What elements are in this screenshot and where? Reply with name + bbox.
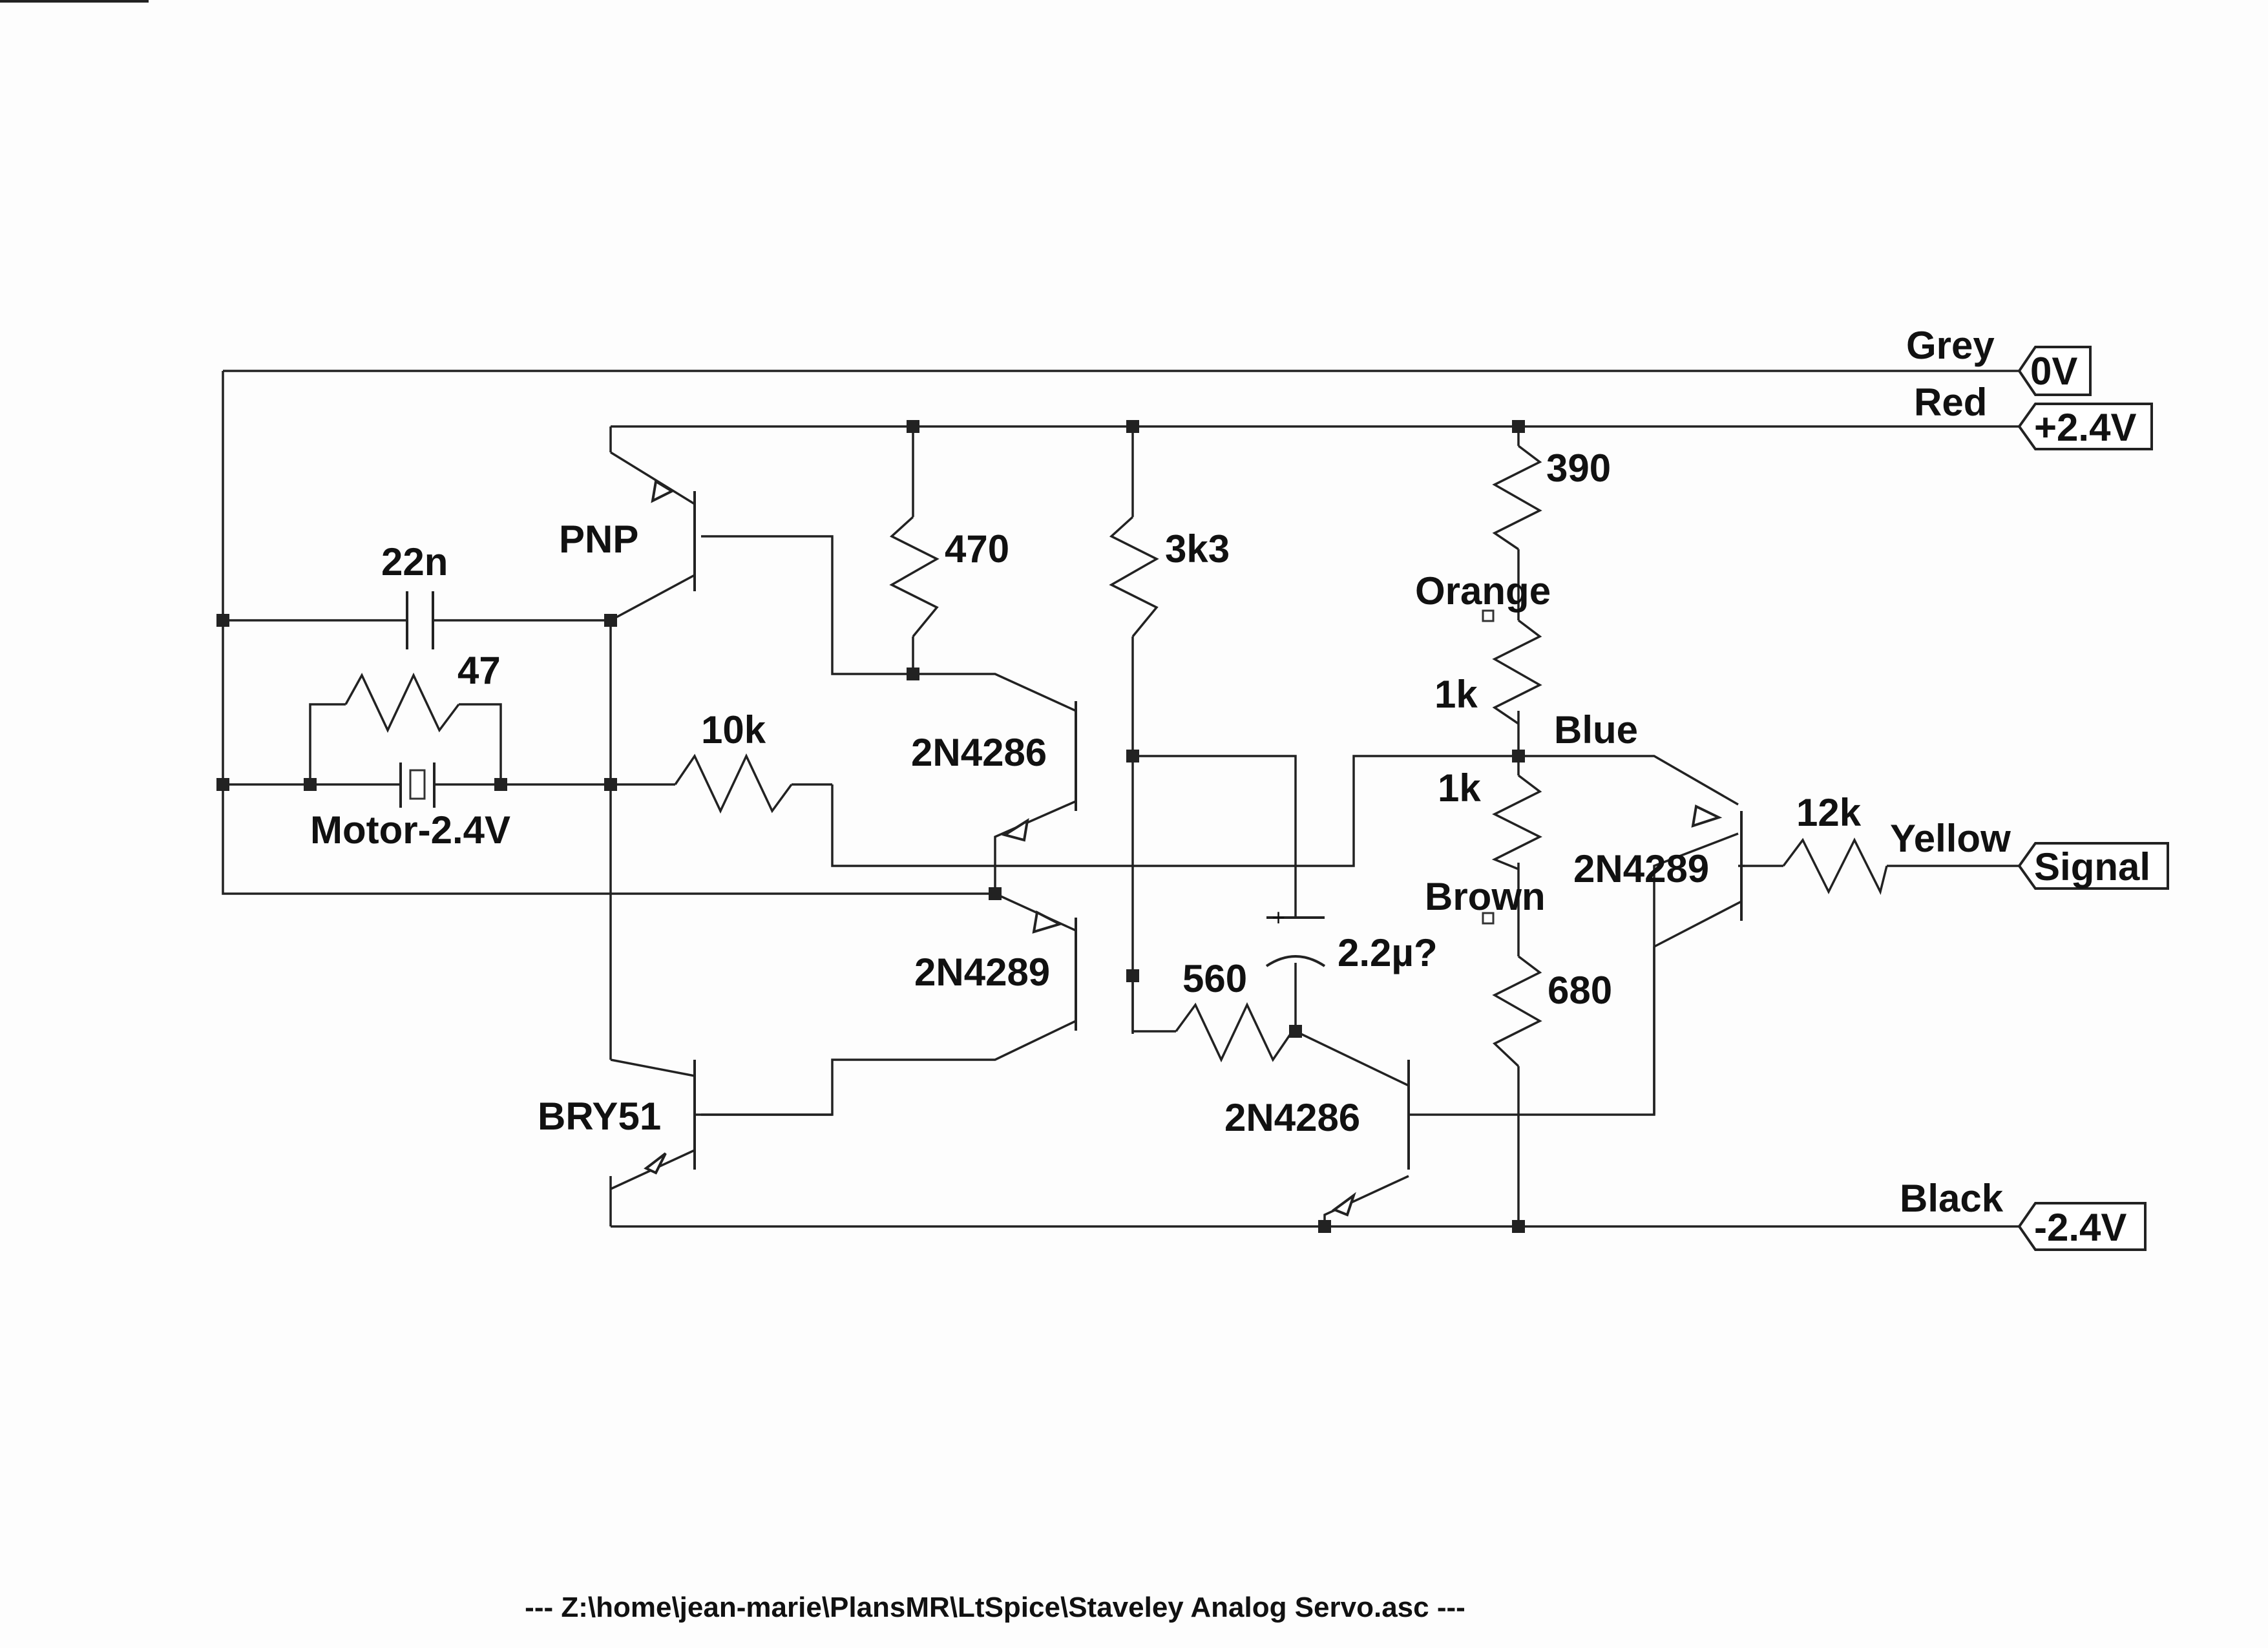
resistor-390 bbox=[1492, 445, 1542, 551]
label-q-2n4286-a: 2N4286 bbox=[911, 731, 1047, 774]
transistor-bry51 bbox=[610, 1058, 832, 1190]
resistor-3k3 bbox=[1109, 516, 1159, 638]
resistor-1k-a bbox=[1492, 619, 1542, 725]
wires bbox=[222, 370, 2019, 1228]
label-r-470: 470 bbox=[945, 527, 1009, 571]
label-q-2n4289-a: 2N4289 bbox=[914, 951, 1050, 994]
label-r-1k-a: 1k bbox=[1434, 673, 1478, 716]
wire-label-blue: Blue bbox=[1554, 708, 1638, 752]
label-q-bry51: BRY51 bbox=[538, 1095, 661, 1138]
wire-label-orange: Orange bbox=[1415, 569, 1551, 613]
wire-q2n4286a bbox=[994, 800, 1076, 932]
wire-label-yellow: Yellow bbox=[1890, 817, 2011, 860]
port-minus-2v4: -2.4V bbox=[2017, 1202, 2147, 1251]
label-q-pnp: PNP bbox=[559, 518, 638, 561]
wire-470 bbox=[912, 426, 1076, 712]
testpoint-orange bbox=[1482, 609, 1495, 622]
transistor-2n4286-b bbox=[1331, 1060, 1410, 1217]
label-motor: Motor-2.4V bbox=[310, 808, 510, 852]
resistor-1k-b bbox=[1491, 774, 1542, 870]
port-signal-label: Signal bbox=[2034, 845, 2150, 889]
wire-q2n4289a bbox=[701, 1020, 1076, 1116]
label-c-22n: 22n bbox=[381, 540, 448, 584]
port-plus-2v4-label: +2.4V bbox=[2034, 406, 2136, 449]
footer-file-path: --- Z:\home\jean-marie\PlansMR\LtSpice\S… bbox=[525, 1592, 1465, 1623]
wire-label-black: Black bbox=[1900, 1177, 2004, 1220]
label-r-10k: 10k bbox=[701, 708, 766, 752]
resistor-560 bbox=[1175, 1002, 1294, 1063]
label-r-47: 47 bbox=[457, 649, 501, 692]
port-0v-label: 0V bbox=[2030, 350, 2077, 393]
port-plus-2v4: +2.4V bbox=[2017, 403, 2153, 450]
port-0v: 0V bbox=[2017, 346, 2092, 396]
label-c-2u2: 2.2µ? bbox=[1338, 931, 1438, 974]
label-r-560: 560 bbox=[1182, 957, 1247, 1000]
wire-grey-rail bbox=[222, 370, 2019, 895]
label-r-680: 680 bbox=[1548, 969, 1612, 1012]
label-r-12k: 12k bbox=[1796, 791, 1862, 834]
wire-pnp-base bbox=[701, 535, 913, 675]
capacitor-2u2 bbox=[1265, 916, 1326, 967]
wire-label-brown: Brown bbox=[1425, 875, 1546, 918]
wire-10k-out bbox=[831, 755, 1518, 867]
wire-3k3 bbox=[1131, 426, 1297, 1034]
transistor-pnp bbox=[610, 451, 696, 622]
transistor-2n4286-a bbox=[1002, 701, 1077, 842]
capacitor-22n bbox=[406, 591, 434, 649]
transistor-2n4289-a bbox=[1032, 910, 1077, 1031]
label-r-1k-b: 1k bbox=[1438, 766, 1481, 810]
wire-47-parallel bbox=[309, 703, 502, 784]
testpoint-brown bbox=[1482, 912, 1495, 925]
motor-symbol bbox=[399, 762, 436, 808]
resistor-47 bbox=[344, 672, 460, 733]
wire-label-red: Red bbox=[1914, 381, 1987, 424]
label-r-3k3: 3k3 bbox=[1165, 527, 1230, 571]
label-c-2u2-plus: + bbox=[1272, 904, 1285, 931]
resistor-680 bbox=[1492, 955, 1542, 1067]
junction-dots bbox=[216, 420, 1525, 1233]
label-q-2n4286-b: 2N4286 bbox=[1224, 1096, 1360, 1139]
transistor-2n4289-b bbox=[1653, 804, 1743, 1115]
label-r-390: 390 bbox=[1546, 447, 1611, 490]
wire-label-grey: Grey bbox=[1906, 324, 1995, 367]
label-q-2n4289-b: 2N4289 bbox=[1573, 847, 1709, 890]
wire-560 bbox=[1131, 976, 1409, 1087]
port-signal: Signal bbox=[2017, 842, 2169, 890]
resistor-12k bbox=[1782, 837, 1888, 896]
resistor-10k bbox=[674, 753, 793, 814]
port-minus-2v4-label: -2.4V bbox=[2034, 1206, 2126, 1249]
resistor-470 bbox=[889, 516, 940, 638]
